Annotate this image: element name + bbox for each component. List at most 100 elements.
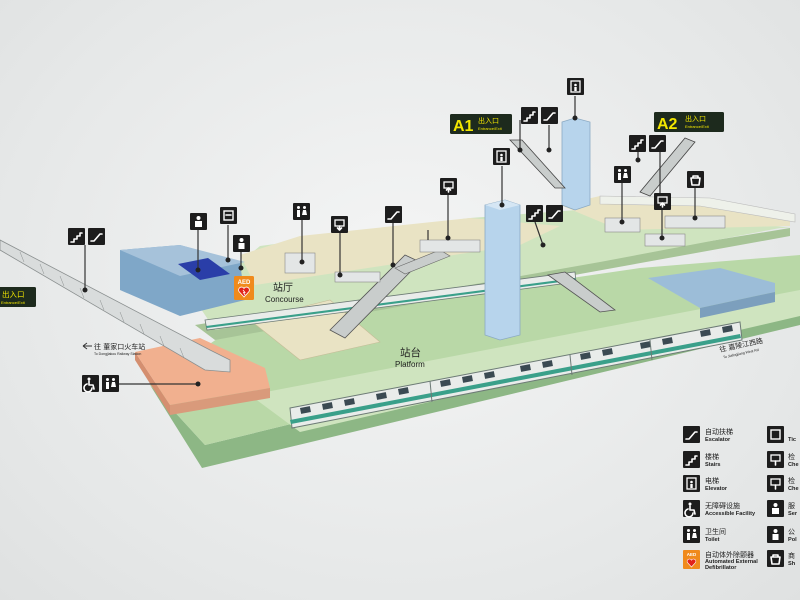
legend-item-accessible: 无障碍设施 Accessible Facility xyxy=(683,500,756,518)
entrance-left-en: Entrance/Exit xyxy=(1,300,26,305)
stairs-icon xyxy=(521,107,538,124)
check-in-icon xyxy=(331,216,348,233)
concourse-label-zh: 站厅 xyxy=(273,281,293,294)
direction-left-zh: 往 董家口火车站 xyxy=(94,342,145,351)
concourse-walkway xyxy=(240,218,560,285)
legend: 自动扶梯 Escalator 楼梯 Stairs 电梯 Elevator 无 xyxy=(683,426,799,572)
legend-item-ticket: Tic xyxy=(767,426,796,443)
legend-item-aed: AED 自动体外除颤器 Automated External Defibrill… xyxy=(683,550,758,572)
legend-item-check-in: 检 Che xyxy=(767,451,799,468)
legend-label-en: Ser xyxy=(788,511,798,517)
elevator-icon xyxy=(567,78,584,95)
escalator-icon xyxy=(649,135,666,152)
entrance-left-zh: 出入口 xyxy=(2,289,25,299)
legend-label-zh: 服 xyxy=(788,502,795,510)
legend-label-en: Tic xyxy=(788,437,796,443)
accessible-icon xyxy=(82,375,99,393)
legend-item-check-out: 检 Che xyxy=(767,475,799,492)
aed-marker: AED xyxy=(234,276,254,300)
legend-label-zh: 商 xyxy=(788,551,795,560)
legend-item-stairs: 楼梯 Stairs xyxy=(683,451,721,468)
a1-escalator xyxy=(509,139,566,189)
right-wall xyxy=(599,195,796,223)
escalator-icon xyxy=(88,228,105,245)
platform-train xyxy=(289,321,743,429)
leader-lines xyxy=(82,96,698,387)
legend-label-en: Stairs xyxy=(705,462,721,468)
entrance-a2-en: Entrance/Exit xyxy=(685,124,710,129)
fare-gates-1 xyxy=(334,271,381,283)
platform-label-zh: 站台 xyxy=(400,346,421,359)
aed-marker-label: AED xyxy=(238,280,251,286)
train-windows xyxy=(300,325,733,414)
entrance-a2-zh: 出入口 xyxy=(685,114,706,123)
legend-label-en: Automated External Defibrillator xyxy=(705,559,758,572)
toilet-icon xyxy=(683,526,700,543)
upper-elevator-shaft xyxy=(561,117,591,211)
escalator-icon xyxy=(546,205,563,222)
ticket-icon xyxy=(220,207,237,224)
legend-label-zh: 检 xyxy=(788,476,795,485)
legend-label-en: Che xyxy=(788,486,799,492)
shop-icon xyxy=(687,171,704,188)
pink-room xyxy=(135,338,270,405)
left-blue-inner xyxy=(178,258,230,280)
stairs-icon xyxy=(68,228,85,245)
entrance-a1-zh: 出入口 xyxy=(478,116,499,125)
legend-label-en: Che xyxy=(788,462,799,468)
concourse-label-en: Concourse xyxy=(265,295,304,304)
legend-label-en: Pol xyxy=(788,537,797,543)
entrance-a1-en: Entrance/Exit xyxy=(478,126,503,131)
escalators xyxy=(0,137,696,373)
stairs-icon xyxy=(526,205,543,222)
central-elevator-shaft xyxy=(484,199,521,341)
legend-label-en: Toilet xyxy=(705,537,720,543)
ticket-machine-1 xyxy=(419,239,481,253)
escalator-icon xyxy=(541,107,558,124)
legend-label-en: Escalator xyxy=(705,437,731,443)
right-escalator xyxy=(546,271,617,313)
police-icon xyxy=(233,235,250,252)
right-blue-block-front xyxy=(700,292,775,318)
legend-label-zh: 自动扶梯 xyxy=(705,427,733,436)
legend-label-zh: 公 xyxy=(788,528,795,536)
ticket-icon xyxy=(767,426,784,443)
toilet-icon xyxy=(293,203,310,220)
check-out-icon xyxy=(440,178,457,195)
entrance-left-badge: 出入口 Entrance/Exit xyxy=(0,287,36,307)
map-icons: AED xyxy=(68,78,704,393)
legend-label-zh: 楼梯 xyxy=(705,452,719,461)
svg-text:AED: AED xyxy=(687,552,697,557)
legend-item-shop: 商 Sh xyxy=(767,550,796,567)
elevator-icon xyxy=(493,148,510,165)
entrance-a1-id: A1 xyxy=(453,118,474,135)
right-blue-block xyxy=(648,268,775,308)
direction-left: 往 董家口火车站 To Dongjiakou Railway Station xyxy=(82,342,145,356)
direction-right-en: To Jialingjiang West Rd xyxy=(723,348,759,359)
service-icon xyxy=(190,213,207,230)
entrance-a1-badge: A1 出入口 Entrance/Exit xyxy=(450,114,512,135)
escalator-icon xyxy=(385,206,402,223)
legend-label-en: Elevator xyxy=(705,486,728,492)
escalator-icon xyxy=(683,426,700,443)
toilet-icon xyxy=(102,375,119,392)
legend-item-elevator: 电梯 Elevator xyxy=(683,475,728,492)
entrance-a2-id: A2 xyxy=(657,116,678,133)
check-out-icon xyxy=(654,193,671,210)
legend-label-zh: 自动体外除颤器 xyxy=(705,550,754,559)
legend-label-zh: 检 xyxy=(788,452,795,461)
stairs-icon xyxy=(629,135,646,152)
platform-label-en: Platform xyxy=(395,360,425,369)
legend-right-column: Tic 检 Che 检 Che 服 Ser xyxy=(767,426,799,567)
accessible-icon xyxy=(683,500,700,517)
gates-and-machines xyxy=(284,215,726,283)
legend-left-column: 自动扶梯 Escalator 楼梯 Stairs 电梯 Elevator 无 xyxy=(683,426,758,572)
legend-item-escalator: 自动扶梯 Escalator xyxy=(683,426,733,443)
legend-item-service: 服 Ser xyxy=(767,500,798,517)
toilet-icon xyxy=(614,166,631,183)
legend-label-en: Sh xyxy=(788,561,796,567)
ticket-machine-3 xyxy=(644,233,686,247)
legend-label-zh: 无障碍设施 xyxy=(705,501,740,510)
legend-label-zh: 电梯 xyxy=(705,476,719,485)
